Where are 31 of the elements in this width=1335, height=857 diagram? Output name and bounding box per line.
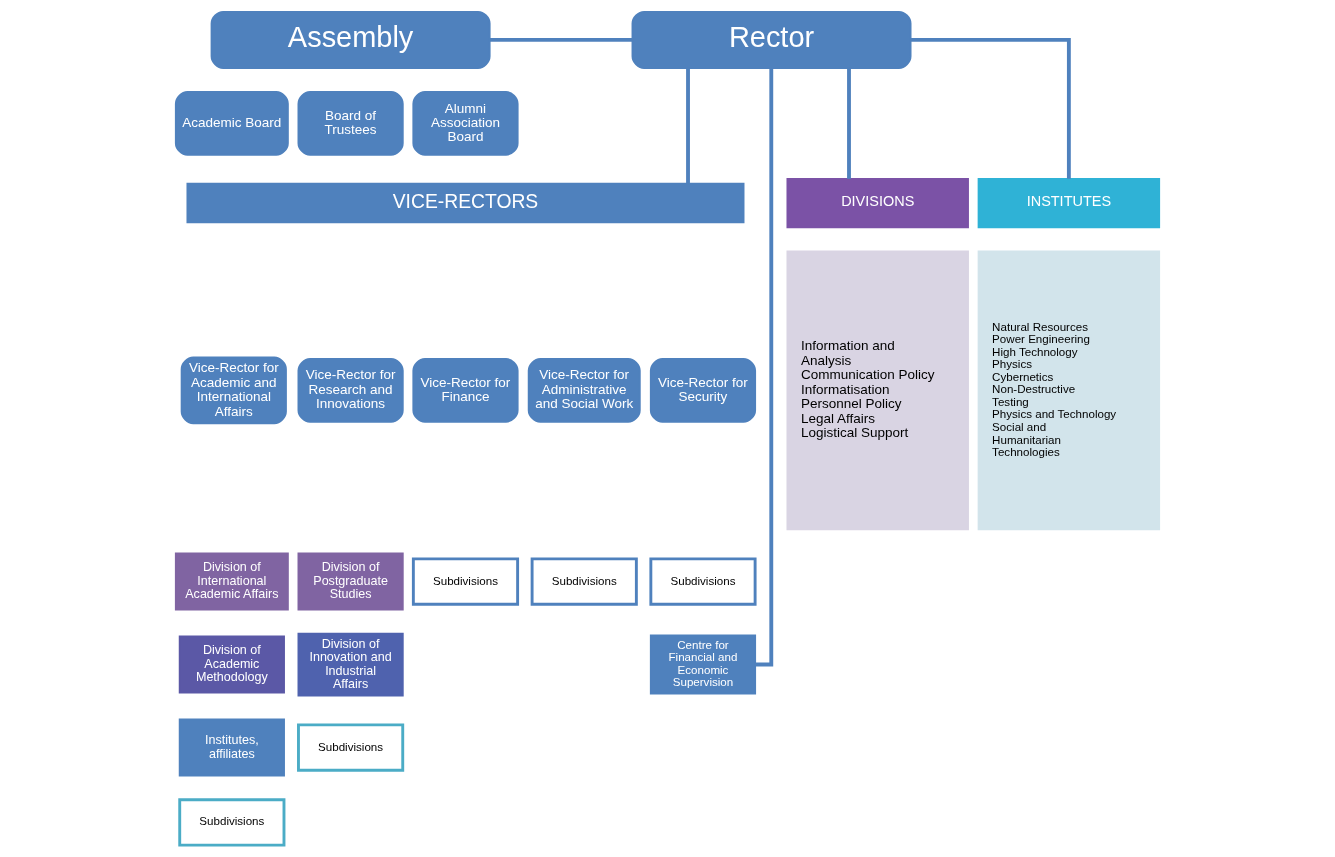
node-box: Subdivisions <box>178 798 286 847</box>
node-box: Rector <box>631 10 912 69</box>
node-box: Alumni Association Board <box>412 91 519 156</box>
node-box: INSTITUTES <box>977 177 1161 229</box>
node-box: Vice-Rector for Academic and International Affairs <box>180 356 287 425</box>
node-box: Institutes, affiliates <box>178 718 285 777</box>
connector <box>847 67 851 179</box>
node-box: Board of Trustees <box>297 91 404 156</box>
node-box: Subdivisions <box>411 557 520 606</box>
connector <box>686 67 690 184</box>
node-box: Subdivisions <box>530 557 638 606</box>
node-box: Subdivisions <box>649 557 757 606</box>
node-box: Division of International Academic Affairs <box>174 552 289 611</box>
node-box: Vice-Rector for Finance <box>412 358 519 423</box>
node-box: Vice-Rector for Administrative and Social Work <box>527 358 641 423</box>
connector <box>755 67 774 667</box>
node-box: DIVISIONS <box>786 177 969 229</box>
connector <box>489 38 633 42</box>
node-box: Subdivisions <box>297 723 405 772</box>
connector <box>910 38 1071 179</box>
node-box: Natural Resources Power Engineering High Technology Physics Cybernetics Non-Destructive Testing Physics and Technology Social and Humanitarian Technologies <box>977 250 1161 531</box>
node-box: Information and Analysis Communication Policy Informatisation Personnel Policy Legal Affairs Logistical Support <box>786 250 969 531</box>
node-box: Assembly <box>210 10 491 69</box>
node-box: Division of Academic Methodology <box>178 635 285 694</box>
node-box: Division of Innovation and Industrial Affairs <box>297 632 404 697</box>
node-box: Vice-Rector for Research and Innovations <box>297 358 404 423</box>
node-box: Academic Board <box>174 91 289 156</box>
node-box: VICE-RECTORS <box>186 182 745 224</box>
node-box: Vice-Rector for Security <box>649 358 757 423</box>
node-box: Centre for Financial and Economic Supervision <box>649 634 757 695</box>
node-box: Division of Postgraduate Studies <box>297 552 404 611</box>
